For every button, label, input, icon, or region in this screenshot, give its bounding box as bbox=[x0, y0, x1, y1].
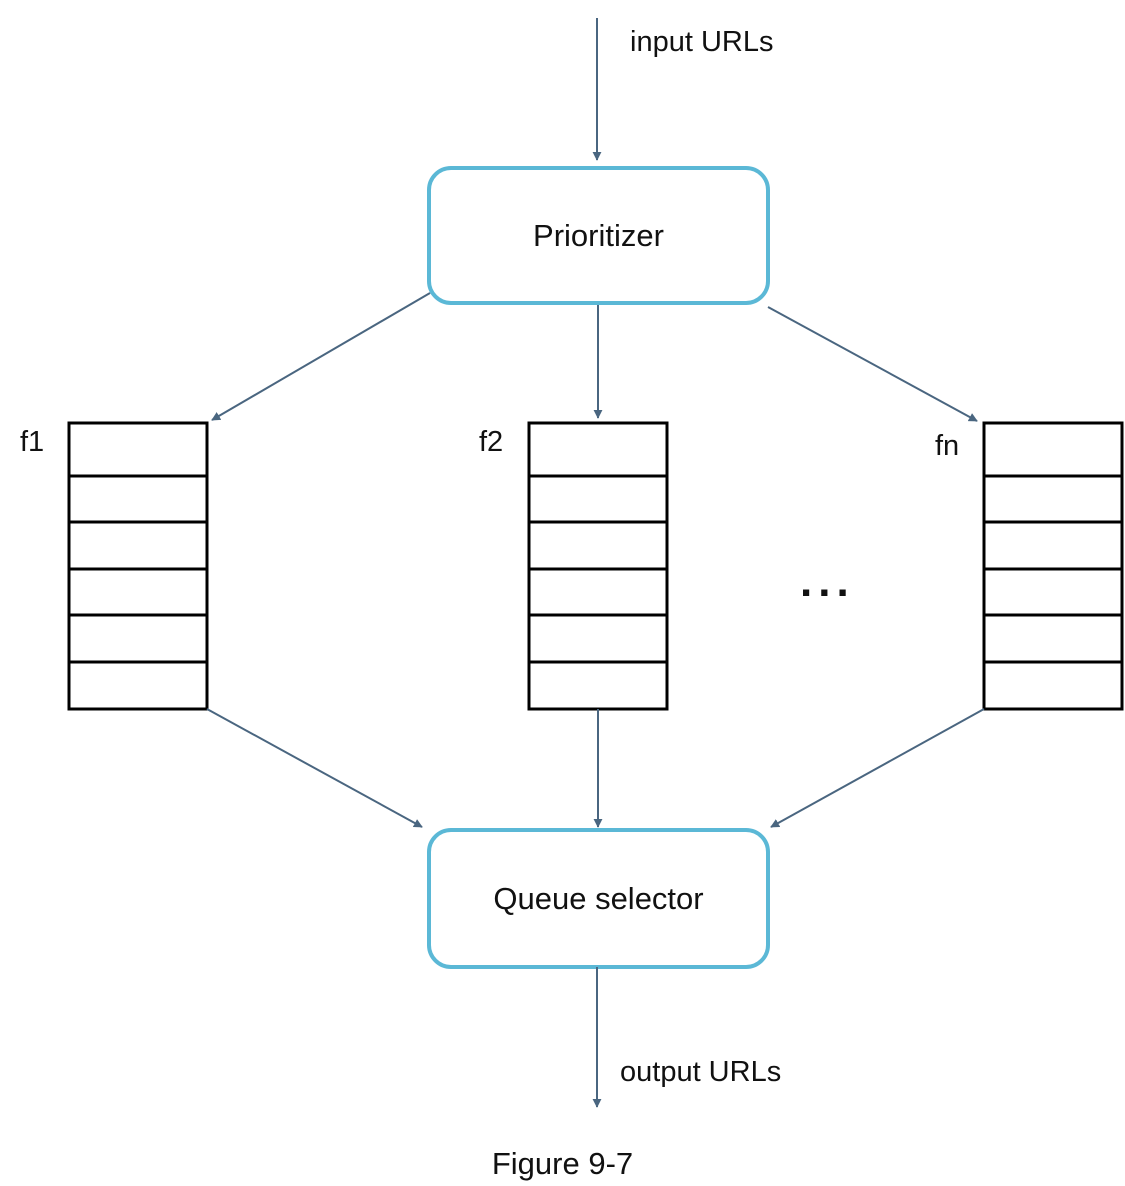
arrow-f1-to-selector bbox=[206, 708, 423, 828]
queue-label-f1: f1 bbox=[20, 426, 45, 458]
arrow-prioritizer-to-f1 bbox=[211, 292, 431, 421]
queue-label-fn: fn bbox=[935, 430, 960, 462]
queue-f2 bbox=[527, 421, 669, 711]
arrow-fn-to-selector bbox=[770, 708, 985, 828]
queue-f1 bbox=[67, 421, 209, 711]
queue-label-f2: f2 bbox=[479, 426, 504, 458]
arrow-prioritizer-to-fn bbox=[767, 306, 978, 422]
figure-caption: Figure 9-7 bbox=[491, 1146, 634, 1181]
output-urls-label: output URLs bbox=[620, 1056, 782, 1088]
queue-fn bbox=[982, 421, 1124, 711]
input-urls-label: input URLs bbox=[630, 26, 774, 58]
prioritizer-label: Prioritizer bbox=[533, 217, 664, 253]
queue-selector-label: Queue selector bbox=[493, 880, 704, 916]
queue-selector-box bbox=[427, 828, 770, 969]
more-queues-ellipsis: ... bbox=[800, 557, 855, 606]
prioritizer-box bbox=[427, 166, 770, 305]
